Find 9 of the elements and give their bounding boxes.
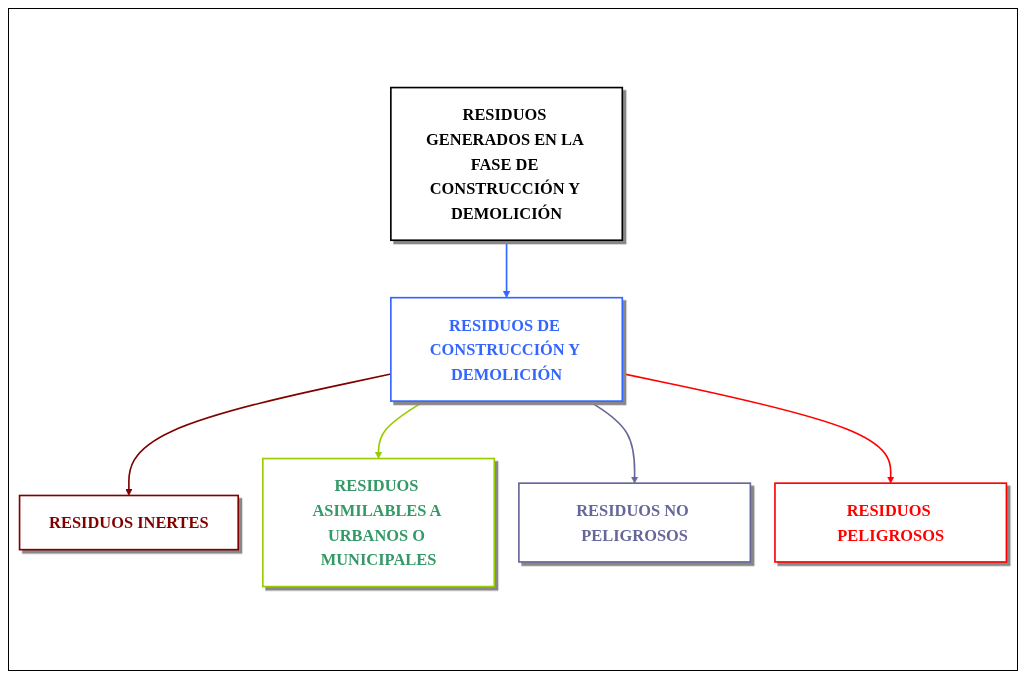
- node-box: RESIDUOS PELIGROSOS: [774, 482, 1008, 564]
- arrow: [374, 400, 426, 460]
- node-box: RESIDUOS NO PELIGROSOS: [518, 482, 752, 564]
- arrow: [588, 400, 639, 484]
- node-box: RESIDUOS INERTES: [18, 495, 239, 551]
- node-box: RESIDUOS GENERADOS EN LA FASE DE CONSTRUCCIÓN Y DEMOLICIÓN: [390, 87, 624, 242]
- node-box: RESIDUOS DE CONSTRUCCIÓN Y DEMOLICIÓN: [390, 297, 624, 403]
- node-box: RESIDUOS ASIMILABLES A URBANOS O MUNICIPALES: [262, 458, 496, 588]
- arrow: [502, 239, 511, 299]
